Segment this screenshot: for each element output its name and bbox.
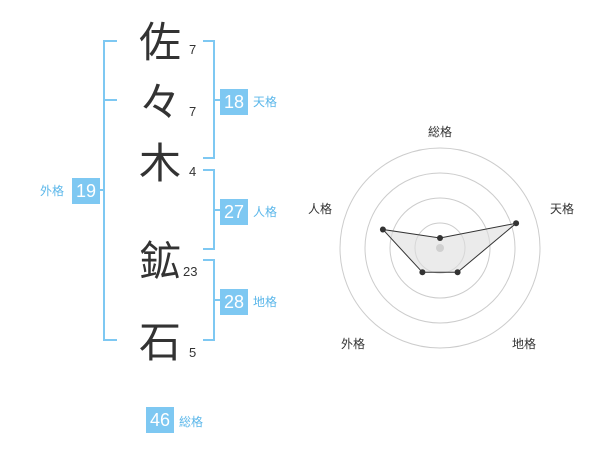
chikaku-badge: 28 [220, 289, 249, 315]
stroke-count-3: 4 [189, 164, 197, 179]
chikaku-label: 地格 [253, 295, 278, 309]
gaikaku-label: 外格 [40, 184, 65, 198]
radar-point-0 [437, 235, 443, 241]
name-char-1: 佐 [138, 18, 181, 67]
jinkaku-label: 人格 [253, 205, 278, 219]
radar-label-jinkaku: 人格 [308, 202, 333, 216]
radar-point-1 [513, 220, 520, 227]
tenkaku-badge: 18 [220, 89, 249, 115]
radar-ring-4 [339, 147, 541, 349]
radar-point-2 [454, 269, 461, 276]
radar-polygon [381, 222, 518, 273]
radar-point-3 [419, 269, 426, 276]
name-char-3: 木 [138, 139, 181, 188]
radar-point-4 [379, 226, 386, 233]
soukaku-badge: 46 [146, 407, 175, 433]
stroke-count-5: 5 [189, 345, 197, 360]
radar-label-tenkaku: 天格 [550, 202, 575, 216]
stroke-count-2: 7 [189, 104, 197, 119]
name-char-2: 々 [138, 78, 181, 127]
radar-ring-3 [364, 172, 516, 324]
radar-label-gaikaku: 外格 [341, 337, 366, 351]
gaikaku-badge: 19 [72, 178, 101, 204]
radar-ring-2 [389, 197, 491, 299]
radar-label-chikaku: 地格 [512, 337, 537, 351]
name-char-4: 鉱 [138, 237, 181, 286]
radar-label-soukaku: 総格 [428, 125, 453, 139]
tenkaku-label: 天格 [253, 95, 278, 109]
stroke-count-1: 7 [189, 42, 197, 57]
soukaku-label: 総格 [179, 415, 204, 429]
stroke-count-4: 23 [183, 264, 198, 279]
name-char-5: 石 [138, 318, 181, 367]
jinkaku-badge: 27 [220, 199, 249, 225]
